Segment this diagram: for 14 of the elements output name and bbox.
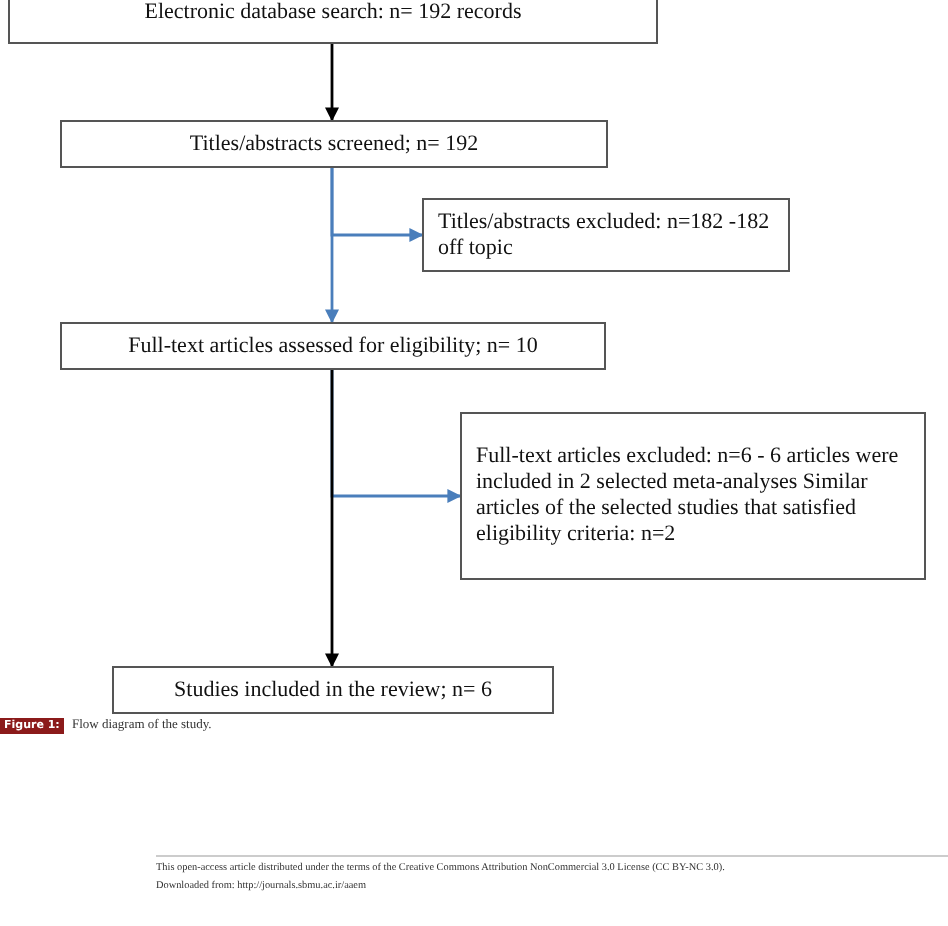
arrow xyxy=(325,44,339,122)
box-text: Titles/abstracts excluded: n=182 -182 off topic xyxy=(438,209,772,261)
process-box xyxy=(60,322,606,370)
process-box xyxy=(112,666,554,714)
process-box xyxy=(60,120,608,168)
box-text: Electronic database search: n= 192 records xyxy=(144,0,522,25)
arrow xyxy=(325,370,339,668)
box-text: Full-text articles assessed for eligibility; n= 10 xyxy=(128,333,538,359)
box-text: Studies included in the review; n= 6 xyxy=(174,677,492,703)
process-box xyxy=(422,198,790,272)
process-box xyxy=(460,412,926,580)
box-text: Full-text articles excluded: n=6 - 6 articles were included in 2 selected meta-analyses Similar articles of the selected studies that satisfied eligibility criteria: n=2 xyxy=(476,444,901,548)
box-text: Titles/abstracts screened; n= 192 xyxy=(189,131,479,157)
arrow xyxy=(325,168,339,324)
